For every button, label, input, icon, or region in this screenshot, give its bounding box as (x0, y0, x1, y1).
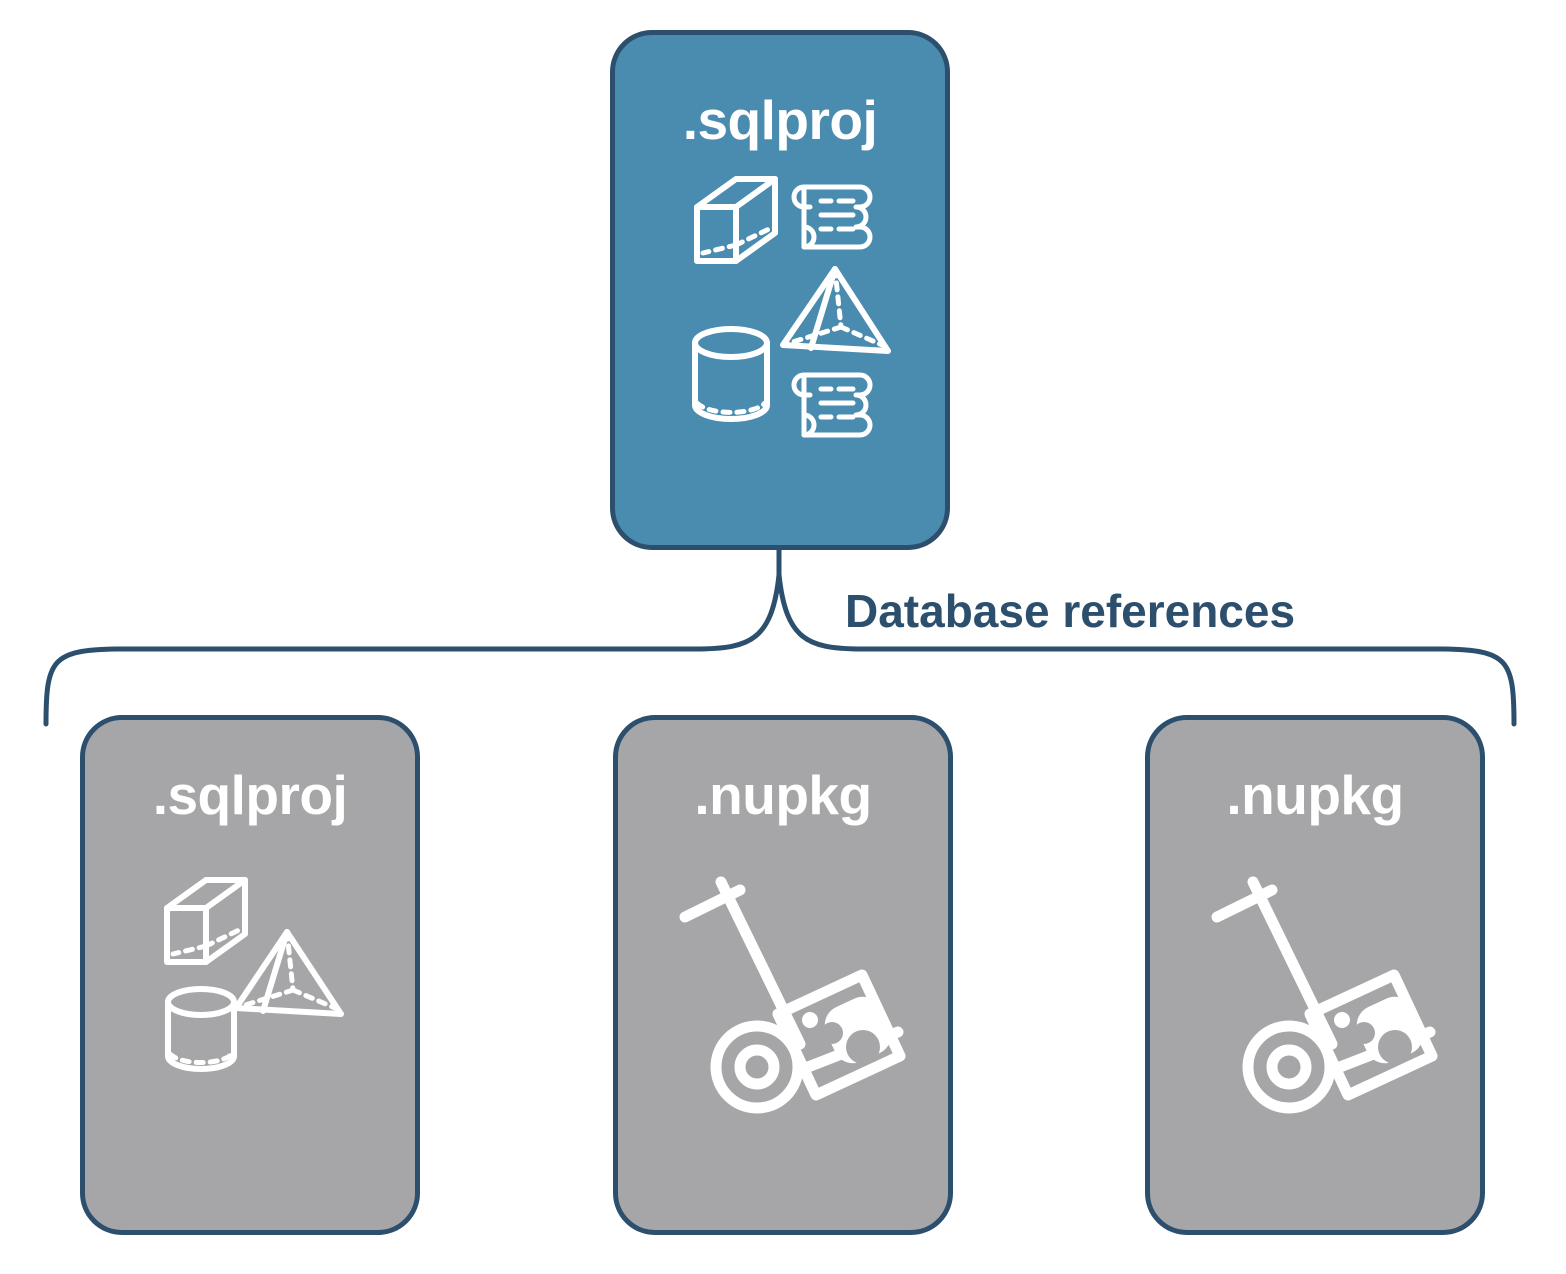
node-card-nupkg-2[interactable]: .nupkg (1145, 715, 1485, 1235)
hand-truck-toe-plate (1334, 1026, 1436, 1073)
pyramid-icon (780, 266, 891, 354)
card-title: .sqlproj (682, 89, 878, 151)
hand-truck-handle (1211, 884, 1278, 923)
card-title: .nupkg (694, 764, 872, 826)
scroll-icon (791, 372, 873, 438)
node-card-nupkg-1[interactable]: .nupkg (613, 715, 953, 1235)
hand-truck-package-icon (1211, 876, 1438, 1114)
cube-icon (164, 877, 248, 965)
nuget-blob (1356, 996, 1424, 1064)
nuget-hole-large (846, 1030, 880, 1064)
hand-truck-shaft (715, 876, 806, 1050)
pyramid-icon (233, 929, 344, 1017)
icon-cluster-database-objects (683, 165, 893, 445)
nuget-hole-small (821, 1022, 843, 1044)
database-objects-icon-group (164, 877, 344, 1072)
hand-truck-handle (679, 884, 746, 923)
database-objects-icon-group (692, 176, 891, 438)
hand-truck-wheel (1242, 1020, 1336, 1114)
hand-truck-toe-plate (802, 1026, 904, 1073)
node-card-sqlproj-parent[interactable]: .sqlproj (610, 30, 950, 550)
connector-label-database-references: Database references (845, 585, 1296, 637)
card-title: .nupkg (1226, 764, 1404, 826)
nuget-hole-large (1378, 1030, 1412, 1064)
node-card-sqlproj-child[interactable]: .sqlproj (80, 715, 420, 1235)
nuget-blob (824, 996, 892, 1064)
cylinder-icon (692, 326, 770, 422)
icon-hand-truck-package (1192, 860, 1462, 1130)
nuget-hole-small (1353, 1022, 1375, 1044)
scroll-icon (791, 184, 873, 250)
hand-truck-shaft (1247, 876, 1338, 1050)
package-box (772, 969, 906, 1101)
hand-truck-package-icon (679, 876, 906, 1114)
hand-truck-wheel (710, 1020, 804, 1114)
nuget-dot-small (802, 1012, 818, 1028)
card-title: .sqlproj (152, 764, 348, 826)
nuget-dot-small (1334, 1012, 1350, 1028)
cube-icon (694, 176, 778, 264)
icon-hand-truck-package (660, 860, 930, 1130)
package-box (1304, 969, 1438, 1101)
cylinder-icon (165, 986, 237, 1072)
icon-cluster-database-objects (153, 870, 363, 1080)
